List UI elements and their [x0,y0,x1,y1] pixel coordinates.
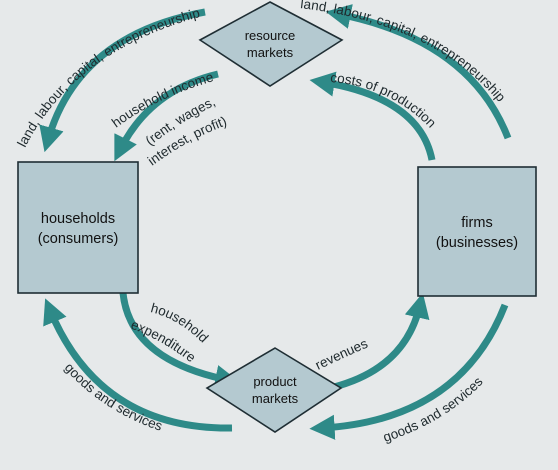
product-markets-node: product markets [205,347,343,433]
arrow-products-to-households-outer [43,298,233,432]
firms-label: firms [461,215,492,231]
flow-label-bottom-left: goods and services [62,360,165,434]
arrow-costs-to-resources [309,71,436,161]
arrow-resources-to-households-outer [39,8,206,153]
resource-markets-sublabel: markets [247,45,294,60]
arrow-expenditure-to-products [119,292,241,390]
households-label: households [41,211,115,227]
households-sublabel: (consumers) [38,231,119,247]
flow-label-revenues: revenues [313,336,370,373]
arrow-firms-to-products-outer [309,303,509,440]
arrow-revenues-to-firms [329,292,430,392]
flow-label-bottom-right: goods and services [381,374,486,445]
product-markets-label: product [253,374,297,389]
firms-node: firms (businesses) [417,166,537,297]
arrow-income-to-households [114,70,219,162]
households-node: households (consumers) [17,161,139,294]
arrow-firms-to-resources-outer [325,4,512,140]
product-markets-sublabel: markets [252,391,299,406]
resource-markets-node: resource markets [198,1,344,87]
firms-sublabel: (businesses) [436,235,518,251]
resource-markets-label: resource [245,28,296,43]
